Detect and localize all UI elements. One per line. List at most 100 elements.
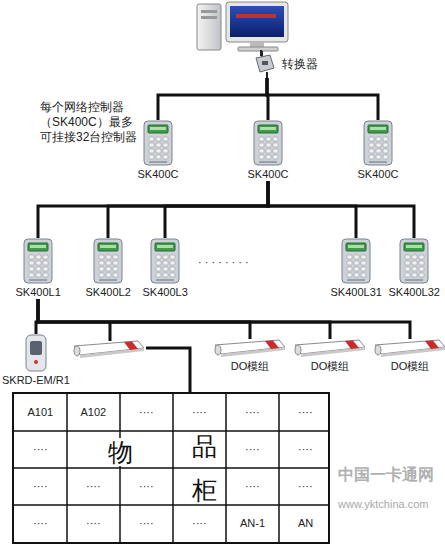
controller: SK400L3 [143,238,188,299]
shape-rect [273,155,278,159]
shape-rect [376,143,381,147]
shape-rect [29,255,34,259]
shape-rect [150,127,166,130]
shape-rect [238,47,278,51]
shape-rect [259,149,264,153]
device-label: SK400L31 [331,286,382,299]
shape-rect [419,261,424,265]
shape-rect [347,267,352,271]
shape-rect [260,127,276,130]
shape-rect [170,261,175,265]
shape-rect [99,273,104,277]
shape-rect [383,143,388,147]
shape-ellipse [295,345,301,355]
shape-rect [157,245,173,248]
shape-rect [24,239,52,283]
shape-rect [266,143,271,147]
shape-rect [273,137,278,141]
shape-rect [370,127,386,130]
shape-rect [376,149,381,153]
controller: SK400L2 [86,238,131,299]
device-label: 转换器 [282,58,318,71]
shape-rect [106,273,111,277]
table-cell: ···· [298,443,313,456]
watermark: 中国一卡通网 [338,468,434,481]
shape-ellipse [375,345,381,355]
table-cell: ···· [139,406,154,419]
device-icon [25,334,47,372]
device-label: DO模组 [391,360,430,373]
bus-connector [267,78,378,120]
shape-svg [143,120,173,166]
table-cell: A102 [81,406,107,419]
shape-rect [113,255,118,259]
shape-rect [149,137,154,141]
shape-svg [363,120,393,166]
shape-rect [144,121,172,165]
cabinet-title-char: 物 [106,438,135,466]
shape-rect [342,239,370,283]
shape-rect [347,261,352,265]
shape-rect [266,155,271,159]
device-icon [254,50,276,78]
shape-rect [383,137,388,141]
shape-rect [99,267,104,271]
shape-rect [412,273,417,277]
table-cell: ···· [33,480,48,493]
shape-svg [373,339,445,358]
bus-connector [38,181,268,238]
shape-rect [155,243,175,251]
bus-connector [38,299,330,339]
controller: SK400L1 [16,238,61,299]
table-cell: ···· [33,517,48,530]
shape-rect [163,273,168,277]
device-icon [213,339,287,358]
shape-rect [347,273,352,277]
shape-svg [213,339,287,358]
shape-rect [259,137,264,141]
bus-connector [38,299,250,339]
network-controller: SK400C [358,120,399,181]
shape-rect [163,149,168,153]
locker-cabinet: 物品柜A101A102·····························… [12,392,330,544]
bus-connector [268,181,414,238]
shape-rect [99,279,117,281]
table-cell: A101 [28,406,54,419]
shape-svg [253,120,283,166]
shape-polygon [301,347,365,357]
shape-rect [156,143,161,147]
shape-svg [399,238,429,284]
shape-rect [170,267,175,271]
shape-rect [404,243,424,251]
shape-rect [369,149,374,153]
shape-rect [361,261,366,265]
shape-rect [254,121,282,165]
shape-svg [254,50,276,78]
shape-rect [369,137,374,141]
shape-rect [26,335,46,371]
table-cell: ···· [245,406,260,419]
shape-rect [43,273,48,277]
shape-rect [163,137,168,141]
device-icon [373,339,445,358]
shape-rect [412,255,417,259]
shape-rect [156,137,161,141]
ellipsis: · · · · · · · · [198,256,249,269]
shape-rect [113,273,118,277]
shape-rect [163,267,168,271]
shape-rect [226,2,288,42]
converter: 转换器 [254,50,318,78]
device-icon [143,120,173,166]
bus-connector [38,299,410,339]
shape-rect [106,255,111,259]
shape-rect [151,239,179,283]
shape-rect [149,161,167,163]
shape-rect [163,143,168,147]
device-label: SK400L1 [16,286,61,299]
shape-line [14,467,328,469]
device-label: SK400C [248,168,289,181]
card-reader: SKRD-EM/R1 [2,334,70,387]
shape-path [266,72,268,78]
shape-rect [156,273,161,277]
shape-rect [156,279,174,281]
